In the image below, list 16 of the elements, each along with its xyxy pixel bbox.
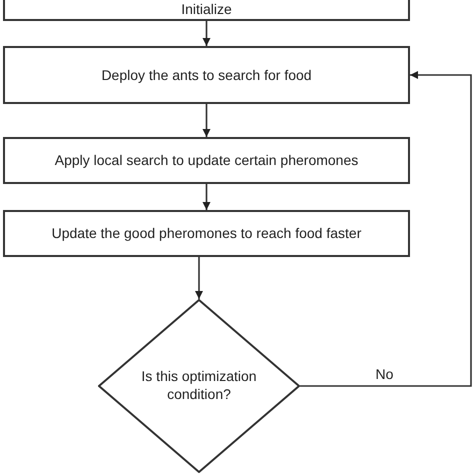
process-box: [3, 46, 410, 104]
arrow: [202, 21, 210, 46]
process-box: [3, 210, 410, 257]
arrow: [202, 104, 210, 137]
arrow: [300, 71, 472, 387]
arrow: [195, 257, 203, 299]
step-text: Deploy the ants to search for food: [101, 66, 312, 84]
step-text: Update the good pheromones to reach food faster: [52, 224, 362, 243]
process-box: [3, 137, 410, 184]
process-box: [3, 0, 410, 21]
step-text: Initialize: [181, 0, 232, 19]
arrow: [202, 184, 210, 210]
decision-text: Is this optimization condition?: [140, 366, 258, 404]
decision-diamond: [98, 299, 300, 473]
step-text: Apply local search to update certain pheromones: [54, 151, 358, 170]
edge-label: No: [374, 366, 396, 382]
